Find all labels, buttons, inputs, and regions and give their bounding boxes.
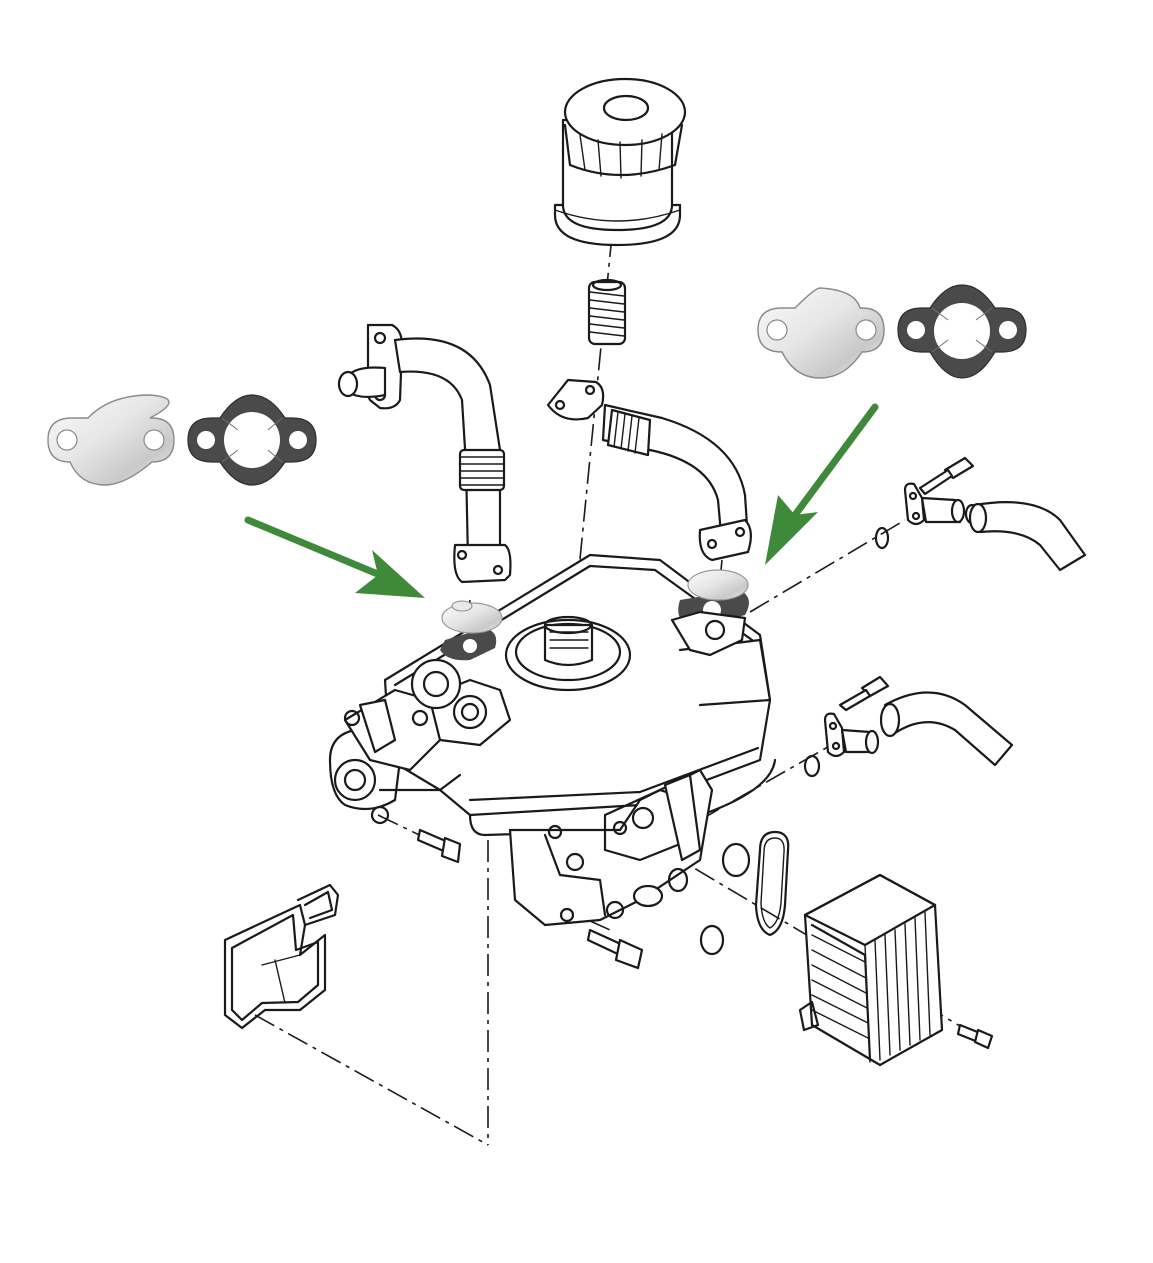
bolt-top-right <box>918 456 975 496</box>
mid-hose-connector <box>803 712 880 778</box>
blanking-plate-icon <box>757 287 885 379</box>
bolt-lower <box>586 928 644 970</box>
upper-hose-connector <box>874 482 980 550</box>
sensor-assembly <box>328 658 462 825</box>
right-arrow <box>765 403 879 565</box>
bolt-icon <box>586 928 644 970</box>
right-pipe <box>546 378 752 562</box>
bolt-left <box>416 828 462 864</box>
gasket-icon <box>897 284 1027 379</box>
right-pipe-bellows <box>606 408 652 457</box>
left-gasket <box>187 394 317 486</box>
o-rings <box>699 830 790 956</box>
arrow-icon <box>765 403 879 565</box>
bolt-icon <box>956 1023 994 1050</box>
right-blanking-plate <box>757 287 885 379</box>
housing-gasket <box>223 883 340 1030</box>
gasket-icon <box>187 394 317 486</box>
oil-filter-icon <box>553 77 687 247</box>
oil-cooler <box>798 873 944 1067</box>
upper-hose <box>968 501 1087 572</box>
installed-gasket-left <box>440 628 497 661</box>
left-arrow <box>244 516 425 598</box>
left-blanking-plate <box>47 394 175 486</box>
lower-casting <box>508 768 714 927</box>
right-flange-base <box>670 610 747 657</box>
bolt-bottom-right <box>956 1023 994 1050</box>
right-gasket <box>897 284 1027 379</box>
bolt-mid-right <box>838 675 890 712</box>
oil-cooler-icon <box>798 873 944 1067</box>
oil-filter <box>553 77 687 247</box>
left-pipe-bellows <box>458 448 506 492</box>
arrow-icon <box>244 516 425 598</box>
installed-plate-right <box>687 569 749 601</box>
left-pipe <box>337 323 512 584</box>
bolt-icon <box>918 456 975 496</box>
threaded-nipple <box>587 278 627 346</box>
bolt-icon <box>838 675 890 712</box>
bolt-icon <box>416 828 462 864</box>
installed-plate-left <box>441 600 503 634</box>
mid-hose <box>879 691 1014 767</box>
blanking-plate-icon <box>47 394 175 486</box>
